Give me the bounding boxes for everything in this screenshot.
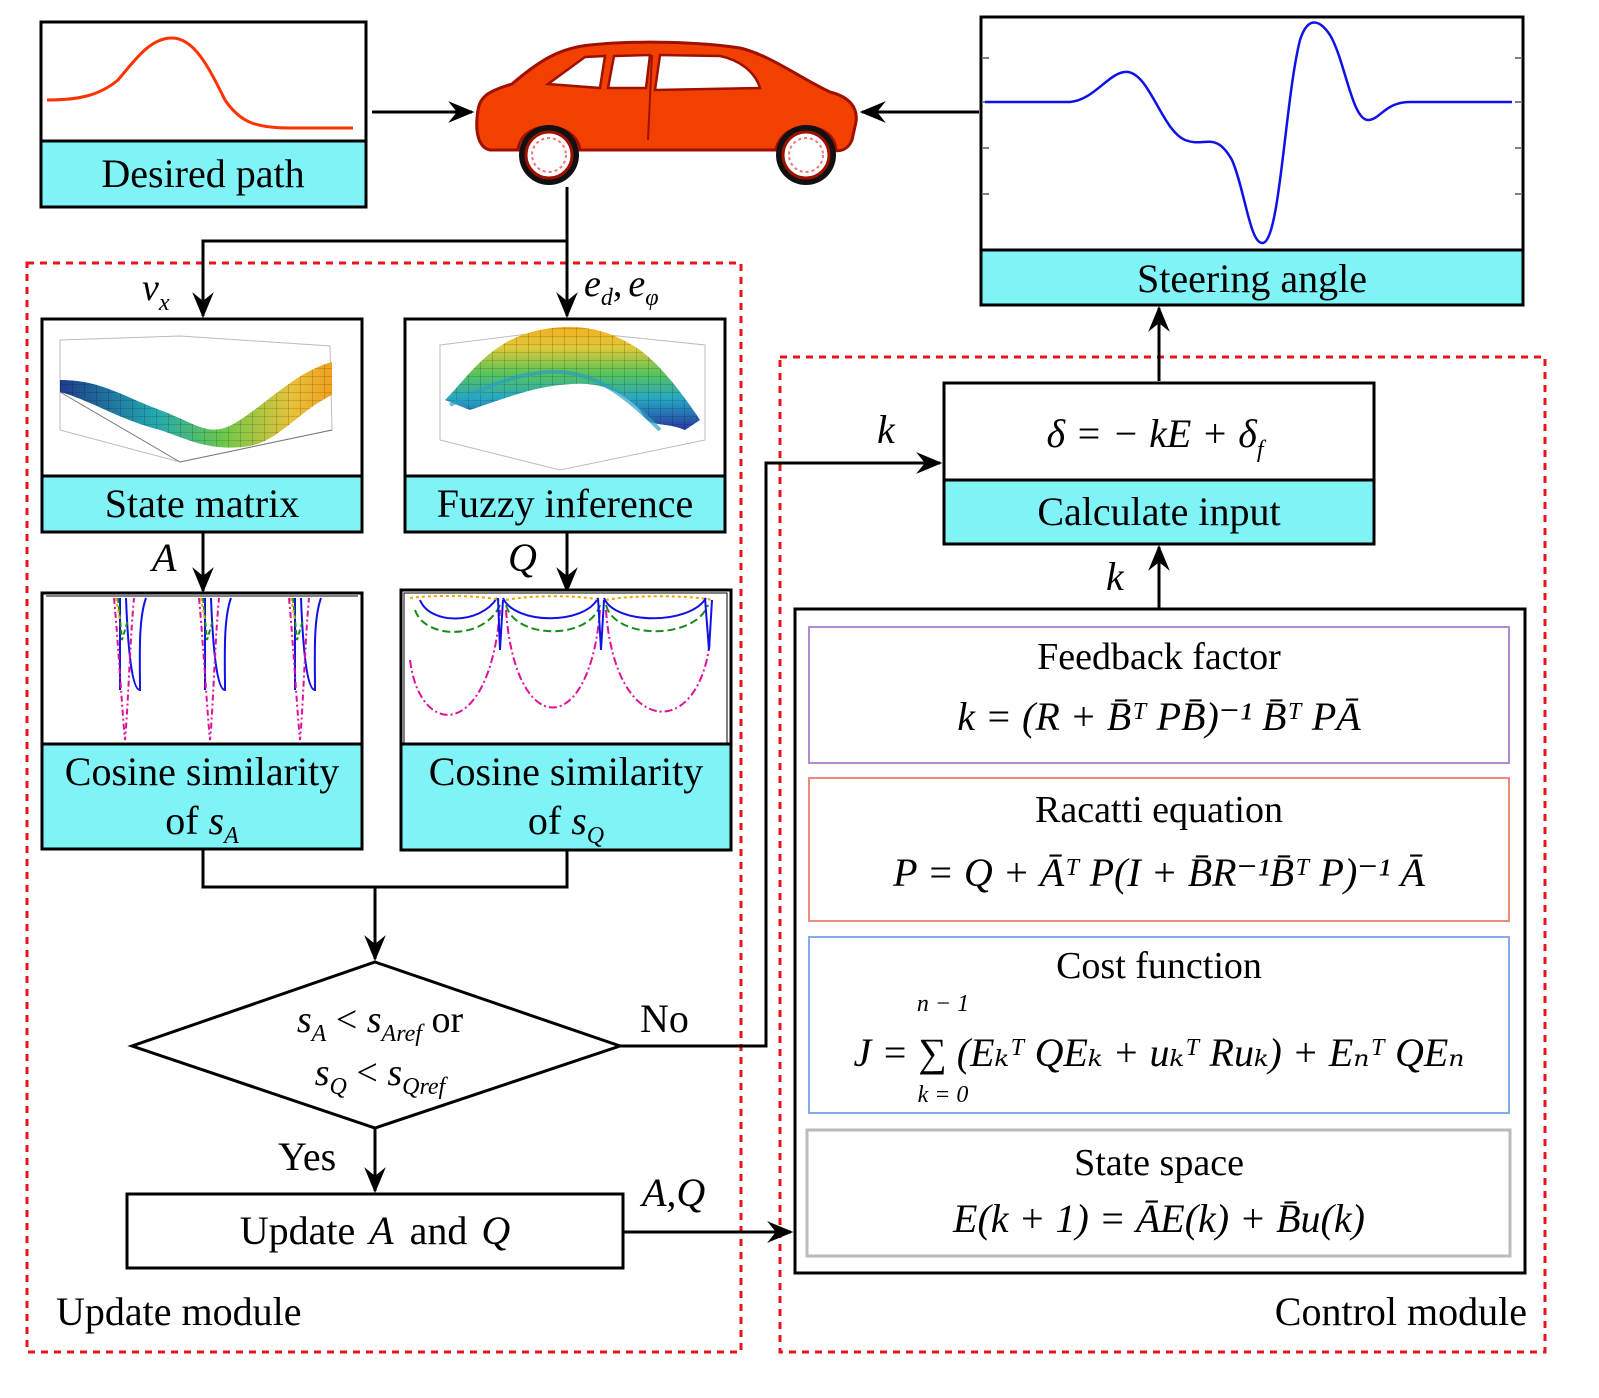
cos-sim-Q-line1: Cosine similarity [429,749,703,794]
feedback-factor-box [808,626,1510,764]
Q-signal-label: Q [508,535,537,580]
update-module-title: Update module [56,1289,302,1334]
calculate-input-label: Calculate input [1037,489,1280,534]
desired-path-curve [46,36,353,130]
arrow-no-to-control-law [620,452,943,1048]
state-matrix-block: State matrix [40,317,364,534]
k-bottom-label: k [1106,554,1125,599]
desired-path-block: Desired path [39,20,368,209]
control-law-block: δ = − kE + δf Calculate input [942,381,1376,546]
control-module-box [778,355,1547,1354]
cos-sim-A-plot [46,595,358,741]
lqr-block: Feedback factor k = (R + B̄ᵀ PB̄)⁻¹ B̄ᵀ … [793,607,1527,1275]
condition-line1: sA < sAref or [297,999,464,1047]
state-space-formula: E(k + 1) = ĀE(k) + B̄u(k) [952,1196,1365,1241]
cost-function-formula: J = ∑ (Eₖᵀ QEₖ + uₖᵀ Ruₖ) + Eₙᵀ QEₙ [854,1030,1465,1075]
update-module-box [25,261,743,1354]
yes-label: Yes [278,1134,336,1179]
riccati-box [808,777,1510,922]
riccati-formula: P = Q + Āᵀ P(I + B̄R⁻¹B̄ᵀ P)⁻¹ Ā [892,850,1425,895]
fuzzy-surface-plot [439,326,706,471]
desired-path-label: Desired path [101,151,304,196]
decision-diamond: sA < sAref or sQ < sQref [127,960,625,1130]
steering-angle-curve [985,21,1512,245]
fuzzy-inference-label: Fuzzy inference [437,481,694,526]
control-law-formula: δ = − kE + δf [1046,411,1266,463]
riccati-title: Racatti equation [1035,789,1283,831]
car-icon [475,40,858,185]
control-module-title: Control module [1275,1289,1527,1334]
no-label: No [640,996,689,1041]
cost-function-box [808,936,1510,1114]
cost-sum-bottom: k = 0 [918,1082,969,1108]
feedback-factor-title: Feedback factor [1037,636,1281,678]
cos-sim-Q-plot [403,592,728,746]
state-space-title: State space [1074,1142,1244,1184]
arrow-car-to-state-matrix [192,187,569,319]
ed-ephi-label: ed,eφ [584,263,659,311]
steering-angle-block: Steering angle [979,15,1525,307]
k-left-label: k [877,407,896,452]
cost-sum-top: n − 1 [917,991,969,1017]
cos-sim-A-line1: Cosine similarity [65,749,339,794]
vx-label: vx [142,267,170,316]
condition-line2: sQ < sQref [315,1052,449,1100]
feedback-factor-formula: k = (R + B̄ᵀ PB̄)⁻¹ B̄ᵀ PĀ [957,694,1361,739]
merge-line [201,850,569,889]
AQ-label: A,Q [639,1170,705,1215]
state-matrix-label: State matrix [105,481,299,526]
state-space-box [805,1128,1512,1258]
A-signal-label: A [149,535,177,580]
state-matrix-surface-plot [59,335,333,463]
cost-function-title: Cost function [1056,945,1262,987]
steering-angle-label: Steering angle [1137,256,1367,301]
fuzzy-inference-block: Fuzzy inference [403,317,727,534]
